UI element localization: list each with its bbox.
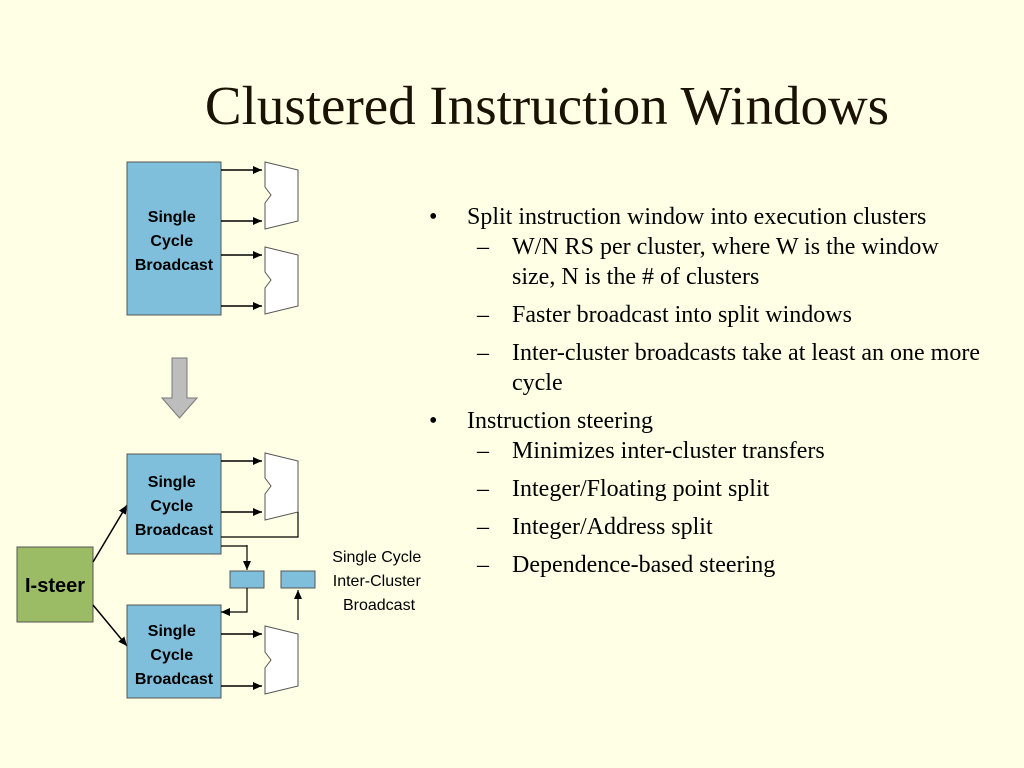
bottom-window: Single Cycle Broadcast (126, 604, 299, 699)
inter-cluster-register-left (229, 570, 265, 589)
bullet-split-window: Split instruction window into execution … (425, 202, 985, 398)
sub-bullet: Faster broadcast into split windows (467, 300, 985, 330)
inter-cluster-note-line2: Inter-Cluster (333, 573, 422, 590)
isteer-box (16, 546, 94, 623)
bottom-alu (264, 625, 299, 695)
bottom-window-label-line2: Cycle (150, 647, 193, 664)
sub-bullet: Minimizes inter-cluster transfers (467, 436, 985, 466)
top-alu-1 (264, 161, 299, 230)
bullet-instruction-steering-text: Instruction steering (467, 408, 653, 434)
isteer-to-middle-arrow (92, 504, 128, 563)
middle-window-box (126, 453, 222, 555)
bullet-split-window-text: Split instruction window into execution … (467, 204, 927, 230)
top-window-label-line1: Single (148, 209, 196, 226)
top-window-box (126, 161, 222, 316)
slide-title: Clustered Instruction Windows (204, 75, 890, 136)
middle-window-label-line3: Broadcast (135, 522, 214, 539)
middle-window-label-line1: Single (148, 474, 196, 491)
inter-cluster-note-line3: Broadcast (343, 597, 416, 614)
bullet-instruction-steering: Instruction steering Minimizes inter-clu… (425, 406, 985, 580)
svg-text:Single Cycle Broad: Single Cycle Broadcast (135, 623, 214, 688)
sub-bullet: Dependence-based steering (467, 550, 985, 580)
top-window: Single Cycle Broadcast (126, 161, 299, 316)
top-alu-2 (264, 246, 299, 315)
svg-text:Single Cycle Broad: Single Cycle Broadcast (135, 209, 214, 274)
top-window-label-line3: Broadcast (135, 257, 214, 274)
isteer-to-bottom-arrow (92, 604, 128, 647)
middle-window-label-line2: Cycle (150, 498, 193, 515)
bullet-list: Split instruction window into execution … (425, 202, 985, 588)
middle-window: Single Cycle Broadcast (126, 452, 299, 555)
isteer-label: I-steer (25, 575, 85, 597)
transform-down-arrow (160, 357, 199, 419)
svg-text:Single Cycle Broad: Single Cycle Broadcast (135, 474, 214, 539)
inter-cluster-register-right (280, 570, 316, 589)
wire-left-register-to-bottom (221, 588, 248, 616)
sub-bullet: W/N RS per cluster, where W is the windo… (467, 232, 985, 292)
sub-bullet: Integer/Address split (467, 512, 985, 542)
sub-bullet: Inter-cluster broadcasts take at least a… (467, 338, 985, 398)
inter-cluster-note-line1: Single Cycle (332, 549, 421, 566)
wire-middle-to-right-register (221, 512, 299, 538)
bottom-window-box (126, 604, 222, 699)
top-window-label-line2: Cycle (150, 233, 193, 250)
inter-cluster-note: Single Cycle Inter-Cluster Broadcast (332, 549, 425, 614)
bottom-window-label-line1: Single (148, 623, 196, 640)
middle-alu (264, 452, 299, 521)
sub-bullet: Integer/Floating point split (467, 474, 985, 504)
bottom-window-label-line3: Broadcast (135, 671, 214, 688)
